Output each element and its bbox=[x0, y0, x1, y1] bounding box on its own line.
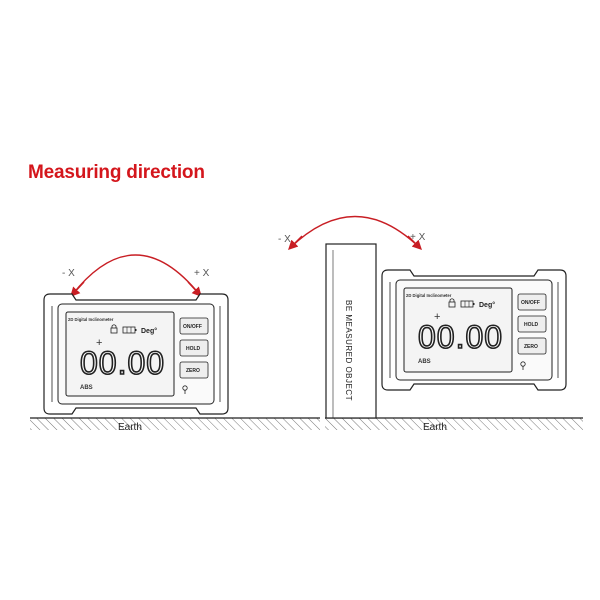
inclinometer-right: 2D Digital Inclinometer Deg° + 00.00 ABS… bbox=[381, 269, 567, 391]
lock-icon bbox=[110, 324, 118, 334]
diagram-title: Measuring direction bbox=[28, 162, 205, 183]
label-plus-x-right: + X bbox=[410, 232, 426, 243]
button-label-onoff-left: ON/OFF bbox=[183, 324, 202, 330]
unit-label-right: Deg° bbox=[479, 301, 495, 309]
unit-label-left: Deg° bbox=[141, 327, 157, 335]
button-label-hold-right: HOLD bbox=[524, 322, 539, 328]
inclinometer-left: 2D Digital Inclinometer Deg° + 00.00 ABS… bbox=[43, 293, 229, 415]
arc-direction-right bbox=[289, 215, 421, 249]
arc-direction-left bbox=[71, 254, 201, 296]
mode-label-left: ABS bbox=[80, 385, 93, 391]
label-minus-x-left: - X bbox=[62, 268, 75, 279]
label-plus-x-left: + X bbox=[194, 268, 210, 279]
ground-left bbox=[30, 417, 320, 430]
ground-label-right: Earth bbox=[423, 422, 447, 433]
arrow-plus-right bbox=[407, 235, 422, 250]
button-label-onoff-right: ON/OFF bbox=[521, 300, 540, 306]
reading-right: 00.00 bbox=[418, 319, 503, 355]
sign-label-right: + bbox=[434, 311, 440, 323]
reading-left: 00.00 bbox=[80, 345, 165, 381]
button-label-hold-left: HOLD bbox=[186, 346, 201, 352]
mode-label-right: ABS bbox=[418, 359, 431, 365]
arrow-minus-left bbox=[70, 281, 85, 298]
button-label-zero-left: ZERO bbox=[186, 368, 200, 374]
sign-label-left: + bbox=[96, 337, 102, 349]
battery-icon bbox=[460, 300, 475, 308]
arrow-plus-left bbox=[187, 281, 202, 298]
ground-label-left: Earth bbox=[118, 422, 142, 433]
ground-right bbox=[325, 417, 583, 430]
measured-object-label: BE MEASURED OBJECT bbox=[344, 300, 353, 401]
arrow-minus-right bbox=[288, 235, 303, 250]
battery-icon bbox=[122, 326, 137, 334]
button-label-zero-right: ZERO bbox=[524, 344, 538, 350]
label-minus-x-right: - X bbox=[278, 234, 291, 245]
device-header-right: 2D Digital Inclinometer bbox=[406, 293, 452, 298]
device-header-left: 2D Digital Inclinometer bbox=[68, 317, 114, 322]
measured-object: BE MEASURED OBJECT bbox=[325, 243, 377, 419]
lock-icon bbox=[448, 298, 456, 308]
